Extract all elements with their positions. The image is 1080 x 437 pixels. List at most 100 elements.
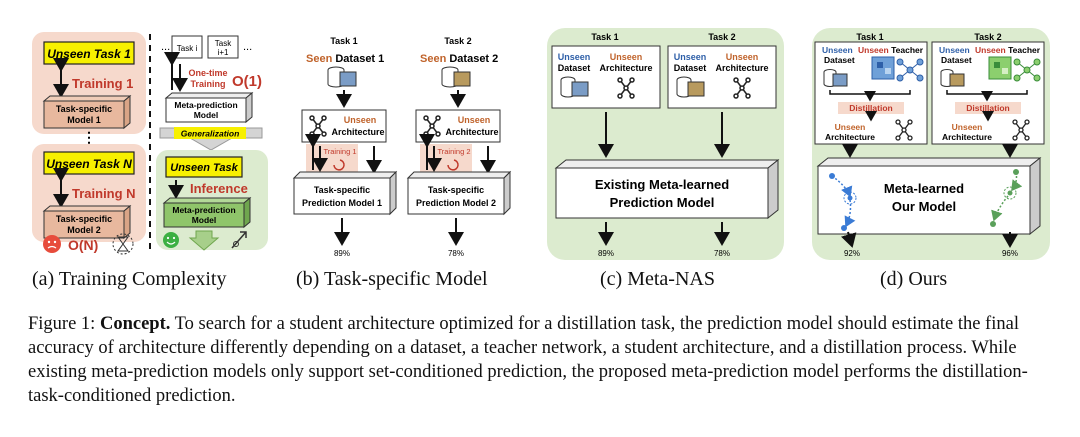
network-icon [1012,119,1030,141]
svg-text:Unseen Teacher: Unseen Teacher [858,45,924,55]
d-task2: Task 2 [974,32,1001,42]
b-acc1: 89% [334,249,350,258]
panel-d: Task 1 Task 2 Unseen Dataset Unseen Teac… [812,28,1050,260]
b-prediction-model-2 [407,177,505,215]
b-dataset2: Dataset 2 [446,53,498,65]
database-icon [441,66,471,88]
d-acc1: 92% [844,249,860,258]
d-model-line2: Our Model [892,199,956,214]
c-acc1: 89% [598,249,614,258]
unseen-task-box [165,156,243,178]
database-icon [940,69,965,87]
network-icon [895,119,913,141]
training1-label: Training 1 [72,76,133,91]
happy-face-icon [163,232,179,248]
database-icon [676,76,705,98]
network-icon [617,77,635,99]
concept-figure: Unseen Task 1 Training 1 Task-specific M… [32,28,1050,260]
d-unseen-t1: Unseen [858,45,889,55]
meta-line1: Meta-prediction [174,100,237,110]
c-meta-model-box [555,167,769,219]
d-unseen-d1: Unseen [822,45,853,55]
b-prediction-model-1 [293,177,391,215]
complexity-o1: O(1) [232,73,262,90]
d-teacher1: Teacher [889,45,924,55]
b-seen2: Seen [420,53,447,65]
figure-label: Figure 1: [28,314,96,334]
c-dataset2: Dataset [674,63,707,73]
c-dataset1: Dataset [558,63,591,73]
d-distillation1: Distillation [849,103,892,113]
c-unseen-a1: Unseen [610,52,643,62]
d-unseen-t2: Unseen [975,45,1006,55]
c-acc2: 78% [714,249,730,258]
network-icon [733,77,751,99]
b-training2: Training 2 [437,147,470,156]
b-pred1-line2: Prediction Model 1 [302,198,382,208]
panel-b: Task 1 Task 2 Seen Dataset 1 Seen Datase… [292,36,512,258]
caption-d: (d) Ours [880,268,948,290]
blue-trajectory [829,173,857,231]
unseen-task1-label: Unseen Task 1 [47,47,131,61]
figure-caption: Figure 1: Concept. To search for a stude… [28,312,1058,408]
panel-c: Task 1 Task 2 Unseen Dataset Unseen Arch… [547,28,784,260]
b-acc2: 78% [448,249,464,258]
complexity-on: O(N) [68,237,98,253]
d-acc2: 96% [1002,249,1018,258]
b-unseen1: Unseen [344,115,377,125]
refresh-icon [333,159,345,171]
generalization-box [174,127,246,139]
b-task2: Task 2 [444,36,471,46]
c-architecture2: Architecture [715,63,768,73]
onetime-line2: Training [190,79,225,89]
top-dots-right: ... [243,41,252,53]
svg-text:Unseen Teacher: Unseen Teacher [975,45,1041,55]
model2-line2: Model 2 [67,225,101,235]
unseen-taskN-label: Unseen Task N [46,157,132,171]
b-architecture2: Architecture [445,127,498,137]
c-task2: Task 2 [708,32,735,42]
d-distillation-box-2 [955,102,1021,114]
d-teacher2: Teacher [1006,45,1041,55]
b-pred2-line2: Prediction Model 2 [416,198,496,208]
d-architecture2: Architecture [942,132,992,142]
task-i1-line1: Task [215,39,232,48]
database-icon [823,69,848,87]
b-unseen2: Unseen [458,115,491,125]
d-unseen-a2: Unseen [952,122,983,132]
c-task1: Task 1 [591,32,618,42]
meta2-line1: Meta-prediction [172,205,235,215]
unseen-task-label: Unseen Task [170,162,238,174]
svg-text:Seen Dataset 1: Seen Dataset 1 [306,53,384,65]
panel-a: Unseen Task 1 Training 1 Task-specific M… [32,32,268,255]
d-architecture1: Architecture [825,132,875,142]
d-unseen-a1: Unseen [835,122,866,132]
model1-line2: Model 1 [67,115,101,125]
c-model-line2: Prediction Model [610,195,715,210]
d-dataset1: Dataset [824,55,855,65]
d-unseen-d2: Unseen [939,45,970,55]
c-unseen-a2: Unseen [726,52,759,62]
teacher-network-icon [1013,58,1041,82]
sad-face-icon [43,235,61,253]
b-pred1-line1: Task-specific [314,185,370,195]
caption-title: Concept. [99,314,171,334]
task-specific-model1 [43,100,125,129]
task-i1-line2: i+1 [218,48,229,57]
caption-a: (a) Training Complexity [32,268,227,290]
d-task1: Task 1 [856,32,883,42]
c-model-line1: Existing Meta-learned [595,177,729,192]
b-task1: Task 1 [330,36,357,46]
teacher-network-icon [896,58,924,82]
caption-text: To search for a student architecture opt… [28,314,1028,406]
green-trajectory [990,169,1023,227]
task-i1-box [207,35,239,59]
refresh-icon [447,159,459,171]
d-distillation2: Distillation [966,103,1009,113]
meta-line2: Model [194,110,219,120]
b-dataset1: Dataset 1 [332,53,384,65]
model2-line1: Task-specific [56,214,112,224]
c-unseen-d2: Unseen [674,52,707,62]
onetime-line1: One-time [188,68,227,78]
database-icon [560,76,589,98]
